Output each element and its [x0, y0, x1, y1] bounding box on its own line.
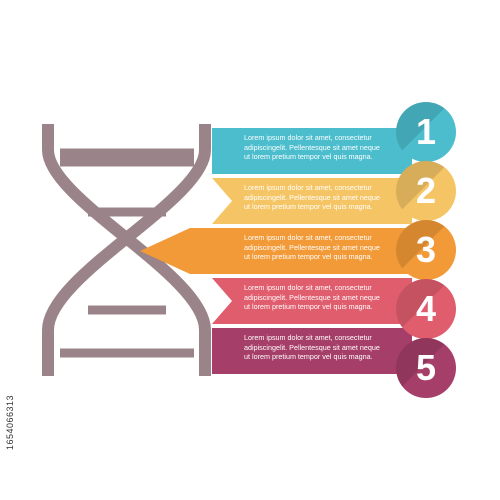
footer-strip: [0, 482, 500, 500]
step-4-text-line-2: adipiscingelit. Pellentesque sit amet ne…: [244, 292, 380, 302]
step-3-text-line-1: Lorem ipsum dolor sit amet, consectetur: [244, 233, 372, 242]
step-5-text-line-3: ut lorem pretium tempor vel quis magna.: [244, 352, 373, 362]
step-number-3: 3: [415, 229, 437, 270]
step-number-5: 5: [415, 347, 437, 388]
step-number-2: 2: [415, 170, 437, 211]
step-5-text-line-1: Lorem ipsum dolor sit amet, consectetur: [244, 333, 372, 342]
step-number-circle-3: 3: [396, 220, 456, 280]
step-4-text-line-3: ut lorem pretium tempor vel quis magna.: [244, 302, 373, 312]
step-number-4: 4: [415, 288, 437, 329]
step-band-1: Lorem ipsum dolor sit amet, consectetur …: [212, 128, 412, 174]
step-3-text-line-2: adipiscingelit. Pellentesque sit amet ne…: [244, 242, 380, 252]
step-number-1: 1: [415, 111, 437, 152]
step-band-4: Lorem ipsum dolor sit amet, consectetur …: [212, 278, 412, 324]
step-number-circle-4: 4: [396, 279, 456, 339]
step-5-text-line-2: adipiscingelit. Pellentesque sit amet ne…: [244, 342, 380, 352]
step-band-2: Lorem ipsum dolor sit amet, consectetur …: [212, 178, 412, 224]
step-2-text-line-1: Lorem ipsum dolor sit amet, consectetur: [244, 183, 372, 192]
step-band-5: Lorem ipsum dolor sit amet, consectetur …: [212, 328, 412, 374]
step-band-3: Lorem ipsum dolor sit amet, consectetur …: [140, 228, 412, 274]
step-1-text-line-2: adipiscingelit. Pellentesque sit amet ne…: [244, 142, 380, 152]
step-number-circle-1: 1: [396, 102, 456, 162]
step-3-text-line-3: ut lorem pretium tempor vel quis magna.: [244, 252, 373, 262]
stock-image-id: 1654066313: [5, 394, 15, 450]
step-4-text-line-1: Lorem ipsum dolor sit amet, consectetur: [244, 283, 372, 292]
step-2-text-line-2: adipiscingelit. Pellentesque sit amet ne…: [244, 192, 380, 202]
step-2-text-line-3: ut lorem pretium tempor vel quis magna.: [244, 202, 373, 212]
step-number-circle-2: 2: [396, 161, 456, 221]
step-number-circle-5: 5: [396, 338, 456, 398]
step-1-text-line-3: ut lorem pretium tempor vel quis magna.: [244, 152, 373, 162]
step-1-text-line-1: Lorem ipsum dolor sit amet, consectetur: [244, 133, 372, 142]
